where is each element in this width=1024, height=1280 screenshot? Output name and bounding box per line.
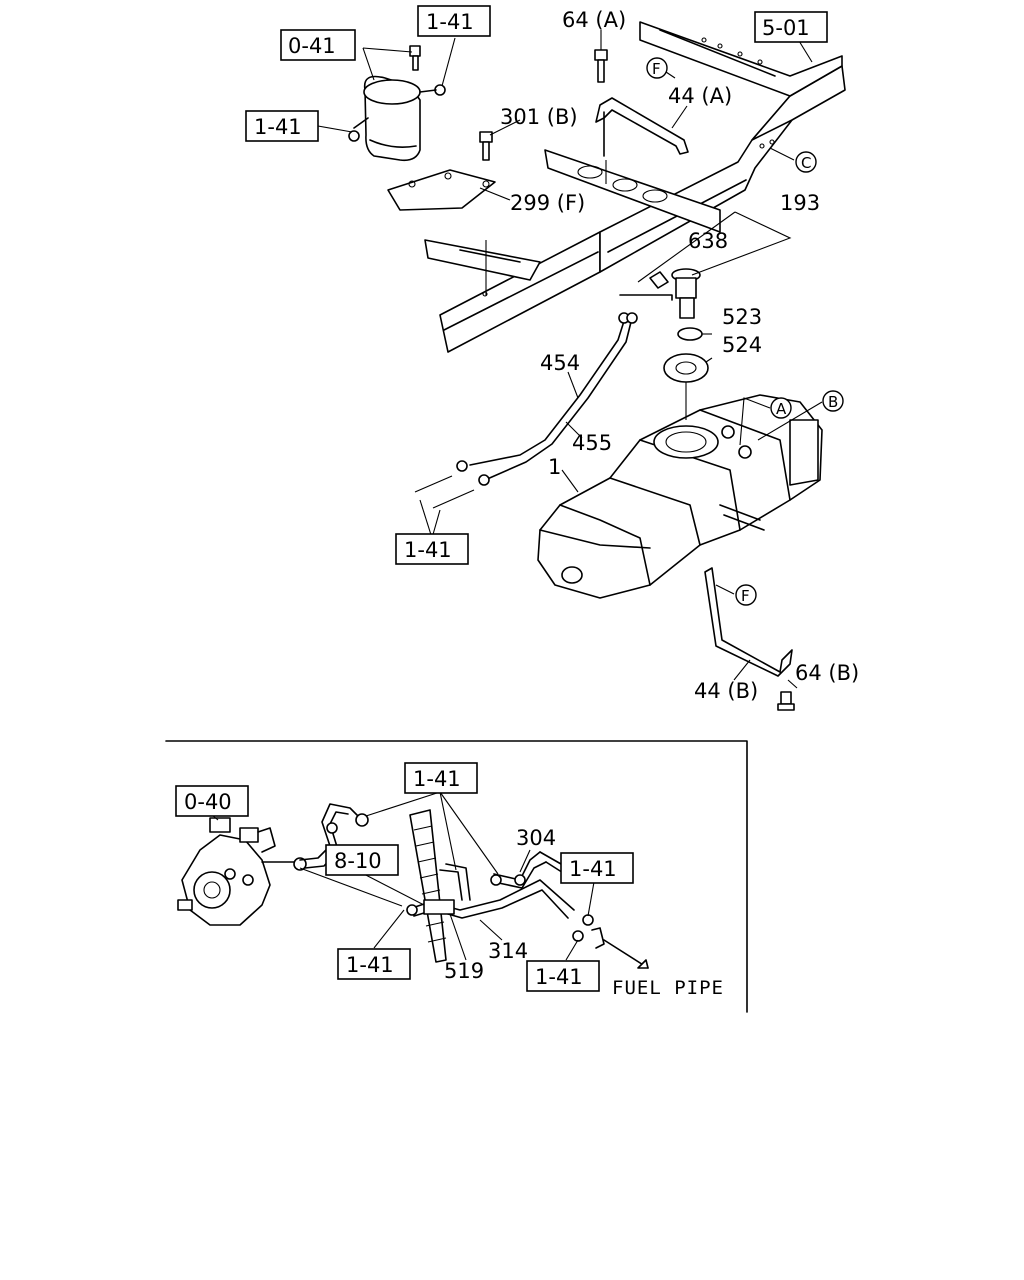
fuel-pump-sender	[619, 268, 709, 383]
strap-44b	[704, 567, 795, 711]
ref-1-41-top: 1-41	[426, 10, 474, 34]
label-523: 523	[722, 305, 762, 329]
label-1: 1	[548, 455, 561, 479]
chassis-frame	[424, 21, 846, 353]
fuel-filter-assembly	[348, 45, 496, 211]
ref-1-41-a: 1-41	[413, 767, 461, 791]
ref-box-1-41-d	[526, 960, 600, 992]
ref-0-40: 0-40	[184, 790, 232, 814]
label-193: 193	[780, 191, 820, 215]
ref-box-1-41-a	[404, 762, 478, 794]
strap-44a	[595, 97, 689, 157]
marker-b-text: B	[828, 393, 838, 411]
marker-a-text: A	[776, 400, 787, 418]
label-314: 314	[488, 939, 528, 963]
label-304: 304	[516, 826, 556, 850]
label-64b: 64 (B)	[795, 661, 859, 685]
ref-1-41-tank: 1-41	[404, 538, 452, 562]
ref-1-41-d: 1-41	[535, 965, 583, 989]
label-455: 455	[572, 431, 612, 455]
marker-f-lower-text: F	[741, 587, 750, 605]
label-454: 454	[540, 351, 580, 375]
marker-a	[770, 397, 792, 419]
label-44b: 44 (B)	[694, 679, 758, 703]
ref-box-1-41-b	[560, 852, 634, 884]
ref-5-01: 5-01	[762, 16, 810, 40]
fuel-tank	[537, 394, 823, 599]
ref-1-41-b: 1-41	[569, 857, 617, 881]
ref-0-41: 0-41	[288, 34, 336, 58]
ref-box-1-41-tank	[395, 533, 469, 565]
ref-box-5-01	[754, 11, 828, 43]
marker-c-text: C	[801, 154, 811, 172]
corrugated-protector	[409, 809, 455, 963]
marker-f-upper-text: F	[652, 60, 661, 78]
label-64a: 64 (A)	[562, 8, 626, 32]
marker-f-lower	[735, 584, 757, 606]
marker-f-upper	[646, 57, 668, 79]
ref-box-8-10	[325, 844, 399, 876]
label-519: 519	[444, 959, 484, 983]
label-638: 638	[688, 229, 728, 253]
marker-b	[822, 390, 844, 412]
bolt-64a	[594, 49, 608, 83]
ref-box-1-41-c	[337, 948, 411, 980]
label-301b: 301 (B)	[500, 105, 578, 129]
inset-frame	[165, 740, 748, 1013]
ref-1-41-c: 1-41	[346, 953, 394, 977]
label-44a: 44 (A)	[668, 84, 732, 108]
marker-c	[795, 151, 817, 173]
ref-box-1-41-top	[417, 5, 491, 37]
ref-1-41-left: 1-41	[254, 115, 302, 139]
label-299f: 299 (F)	[510, 191, 585, 215]
label-524: 524	[722, 333, 762, 357]
ref-box-1-41-left	[245, 110, 319, 142]
injection-pump	[177, 817, 307, 926]
fuel-lines-454-455	[414, 312, 638, 509]
ref-box-0-41	[280, 29, 356, 61]
ref-box-0-40	[175, 785, 249, 817]
leader-lines-lower	[211, 791, 649, 969]
ref-8-10: 8-10	[334, 849, 382, 873]
label-fuel-pipe: FUEL PIPE	[612, 977, 724, 999]
